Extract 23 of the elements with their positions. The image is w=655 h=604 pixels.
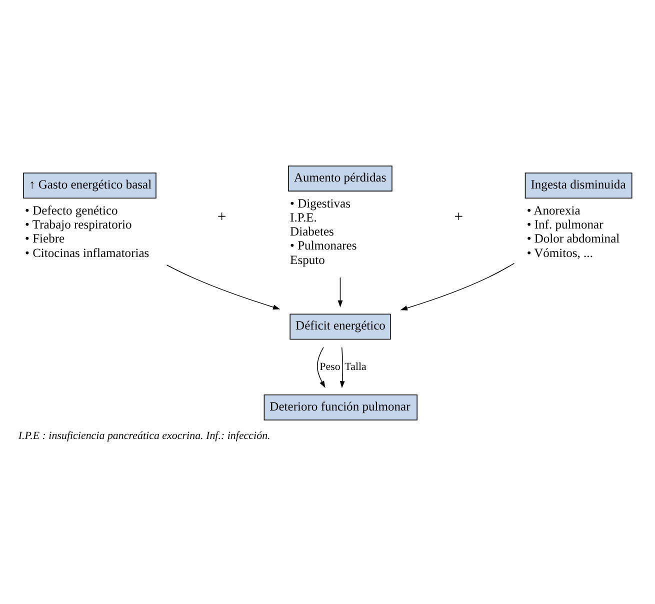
label: +: [217, 208, 226, 226]
edge-label: Talla: [344, 360, 366, 373]
node-label: • Trabajo respiratorio: [25, 218, 132, 232]
node-label: • Pulmonares: [290, 238, 357, 253]
arrow: [340, 347, 345, 388]
arrow: [400, 262, 515, 310]
node-label: • Anorexia: [526, 203, 580, 218]
node-label: • Fiebre: [25, 232, 65, 246]
label: +: [454, 208, 464, 226]
node-label: • Vómitos, ...: [526, 246, 593, 260]
arrow: [338, 277, 343, 308]
node-label: • Citocinas inflamatorias: [25, 246, 150, 260]
arrow: [166, 264, 280, 310]
node-label: Diabetes: [290, 224, 334, 239]
node-label: • Inf. pulmonar: [526, 218, 604, 232]
node-label: • Defecto genético: [25, 203, 118, 218]
arrow: [316, 346, 326, 388]
node-label: • Dolor abdominal: [526, 232, 620, 246]
node-label: • Digestivas: [290, 196, 350, 210]
caption: I.P.E : insuficiencia pancreática exocrina. Inf.: infección.: [18, 430, 270, 442]
node-label: Esputo: [290, 252, 325, 267]
edge-label: Peso: [320, 360, 340, 373]
node-label: I.P.E.: [290, 210, 317, 224]
